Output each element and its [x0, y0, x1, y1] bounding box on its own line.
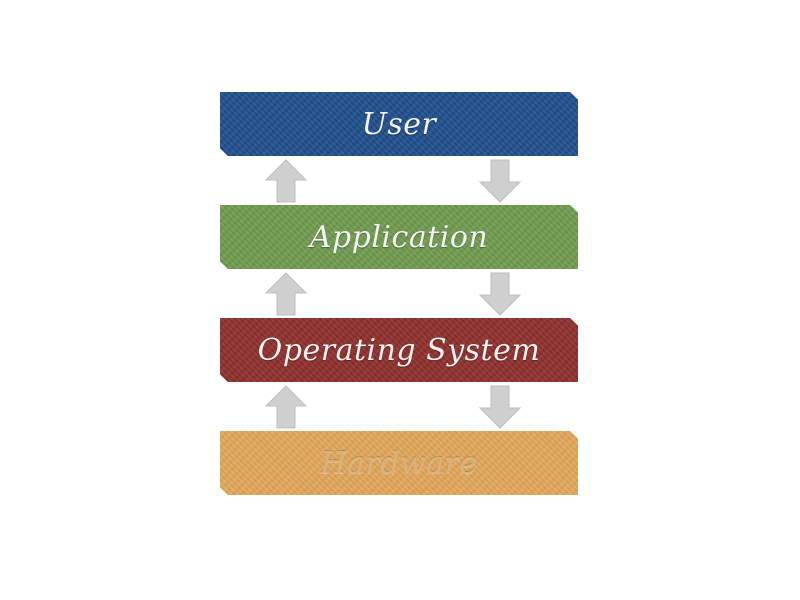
down-arrow-icon [478, 384, 522, 430]
operating-system-layer-label: Operating System [257, 332, 541, 368]
up-arrow-icon [264, 158, 308, 204]
hardware-layer-label: Hardware [320, 445, 478, 481]
up-arrow-icon [264, 384, 308, 430]
down-arrow-icon [478, 158, 522, 204]
user-layer-box: User [220, 92, 578, 156]
user-layer-label: User [361, 106, 437, 142]
hardware-layer-box: Hardware [220, 431, 578, 495]
operating-system-layer-box: Operating System [220, 318, 578, 382]
up-arrow-icon [264, 271, 308, 317]
application-layer-label: Application [309, 219, 489, 255]
application-layer-box: Application [220, 205, 578, 269]
down-arrow-icon [478, 271, 522, 317]
